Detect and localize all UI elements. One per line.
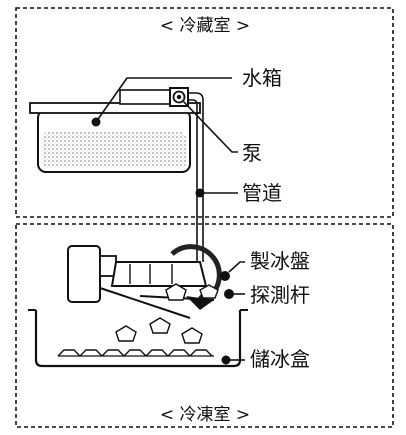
label-pipe: 管道 (242, 181, 282, 205)
label-ice-storage-box: 儲冰盒 (250, 347, 310, 371)
label-pump: 泵 (242, 141, 262, 165)
probe-rod-marker (224, 289, 234, 299)
ice-tray (99, 244, 230, 319)
water-tank (29, 89, 201, 173)
leader-pump (182, 100, 238, 153)
pipe (188, 92, 205, 262)
probe-rod (139, 283, 234, 310)
pump-marker (176, 94, 182, 100)
fridge-compartment (15, 7, 394, 218)
label-probe-rod: 探測杆 (250, 283, 310, 307)
pipe-marker (195, 188, 205, 198)
label-water-tank: 水箱 (242, 66, 282, 90)
fridge-compartment-label: < 冷藏室 > (160, 16, 250, 36)
freezer-compartment (15, 223, 394, 428)
freezer-compartment-label: < 冷凍室 > (160, 405, 250, 425)
leader-ice-tray (228, 261, 245, 273)
leader-water-tank (95, 77, 232, 123)
ice-storage-box (28, 309, 248, 368)
ice-tray-marker (220, 271, 230, 281)
ice-maker-housing (67, 245, 117, 303)
label-ice-tray: 製冰盤 (250, 249, 310, 273)
ice-storage-box-marker (221, 355, 231, 365)
leader-lines (95, 77, 245, 361)
